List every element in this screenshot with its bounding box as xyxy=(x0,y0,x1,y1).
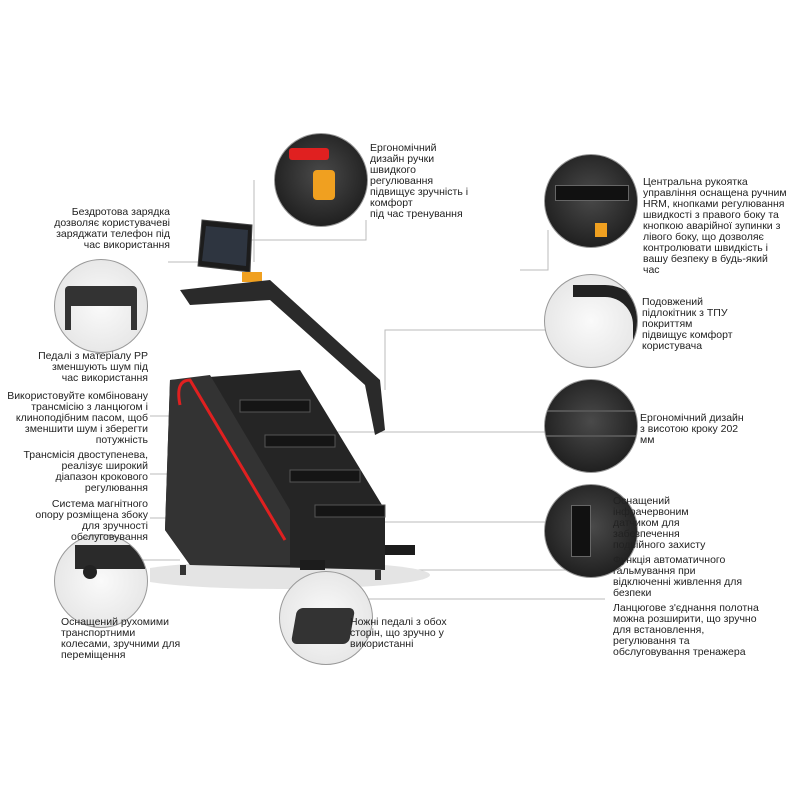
callout-foot-pedals: Ножні педалі з обох сторін, що зручно у … xyxy=(350,616,447,650)
callout-handle: Ергономічний дизайн ручки швидкого регул… xyxy=(370,142,469,220)
callout-auto-brake: Функція автоматичного гальмування при ві… xyxy=(613,554,743,599)
callout-step-height: Ергономічний дизайн з висотою кроку 202 … xyxy=(640,412,744,446)
wheels-detail-image xyxy=(54,534,148,628)
pp-pedal-detail-image xyxy=(54,259,148,353)
callout-armrest: Подовжений підлокітник з ТПУ покриттям п… xyxy=(642,296,733,352)
ir-sensor-detail-image xyxy=(544,484,638,578)
foot-pedal-detail-image xyxy=(279,571,373,665)
callout-central-handle: Центральна рукоятка управління оснащена … xyxy=(643,176,787,276)
callout-magnetic: Система магнітного опору розміщена збоку… xyxy=(35,498,148,543)
callout-transmission: Використовуйте комбіновану трансмісію з … xyxy=(7,390,148,446)
callout-wireless-charging: Бездротова зарядка дозволяє користувачев… xyxy=(54,206,170,251)
handle-detail-image xyxy=(274,133,368,227)
armrest-detail-image xyxy=(544,274,638,368)
stair-climber-machine xyxy=(150,219,430,589)
callout-two-stage: Трансмісія двоступенева, реалізує широки… xyxy=(23,449,148,494)
callout-pp-pedals: Педалі з матеріалу PP зменшують шум під … xyxy=(38,350,148,384)
callout-wheels: Оснащений рухомими транспортними колесам… xyxy=(61,616,181,661)
step-height-detail-image xyxy=(544,379,638,473)
central-handle-detail-image xyxy=(544,154,638,248)
callout-chain: Ланцюгове з'єднання полотна можна розшир… xyxy=(613,602,759,658)
console xyxy=(197,219,262,282)
callout-ir-sensor: Оснащений інфрачервоним датчиком для заб… xyxy=(613,495,706,551)
